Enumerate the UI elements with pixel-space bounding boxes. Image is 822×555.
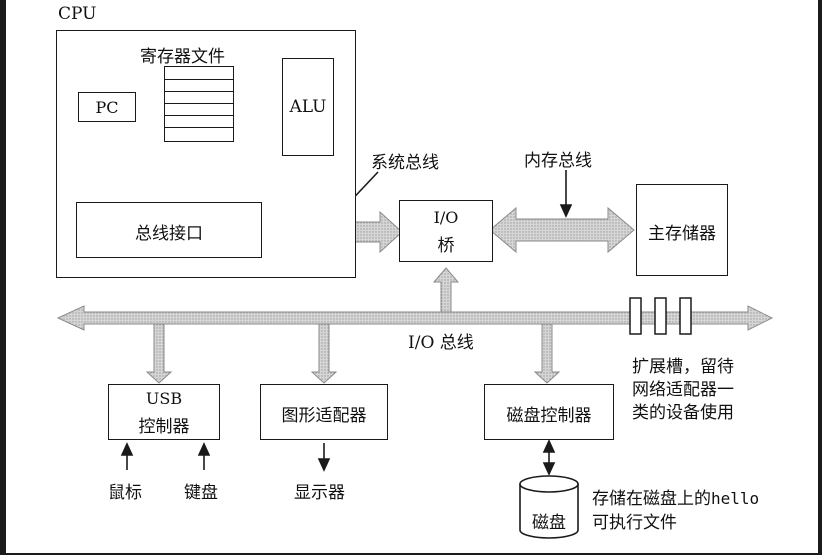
expansion-slots-note-line2: 网络适配器一	[632, 380, 734, 400]
register-file	[164, 66, 234, 142]
expansion-slot-2	[654, 297, 667, 335]
usb-controller-line1: USB	[145, 389, 183, 408]
io-bus-to-graphics-arrow	[310, 323, 338, 384]
diagram-canvas: CPU 寄存器文件 PC ALU 总线接口 系统总线 内存总线 I/O 总线 I…	[6, 0, 818, 553]
expansion-slot-3	[679, 297, 692, 335]
expansion-slot-1	[629, 297, 642, 335]
usb-controller-line2: 控制器	[138, 417, 190, 437]
io-bus-to-disk-controller-arrow	[533, 323, 561, 384]
disk-label: 磁盘	[532, 513, 566, 533]
pc-label: PC	[95, 98, 119, 117]
memory-bus-label: 内存总线	[524, 151, 592, 171]
display-label: 显示器	[294, 483, 345, 503]
disk-controller: 磁盘控制器	[484, 384, 614, 440]
hello-note-line1: 存储在磁盘上的hello	[592, 484, 759, 509]
alu: ALU	[282, 58, 334, 156]
expansion-slots-note-line3: 类的设备使用	[632, 403, 734, 423]
graphics-adapter: 图形适配器	[260, 384, 388, 440]
register-file-label: 寄存器文件	[140, 47, 225, 67]
hello-note-line2: 可执行文件	[592, 513, 677, 533]
keyboard-label: 键盘	[184, 483, 218, 503]
cpu-title: CPU	[58, 4, 97, 24]
expansion-slots-note-line1: 扩展槽，留待	[632, 357, 734, 377]
usb-controller: USB 控制器	[108, 384, 220, 440]
graphics-adapter-label: 图形适配器	[281, 406, 367, 426]
io-bridge: I/O 桥	[399, 200, 493, 262]
disk-cylinder	[519, 484, 579, 539]
hello-file-name: hello	[711, 489, 760, 508]
mouse-label: 鼠标	[108, 483, 142, 503]
io-bus-arrow	[56, 305, 774, 331]
hello-note-prefix: 存储在磁盘上的	[592, 489, 711, 509]
io-bridge-line1: I/O	[433, 208, 459, 227]
alu-label: ALU	[289, 97, 327, 117]
io-bus-label: I/O 总线	[408, 333, 474, 353]
main-memory-label: 主存储器	[648, 224, 716, 244]
memory-bus-arrow	[489, 206, 635, 254]
bus-interface-label: 总线接口	[135, 224, 203, 244]
pc-register: PC	[78, 92, 136, 122]
system-bus-label: 系统总线	[371, 153, 439, 173]
bus-interface: 总线接口	[76, 202, 262, 258]
disk-controller-label: 磁盘控制器	[506, 406, 592, 426]
bridge-io-bus-connector	[432, 267, 460, 317]
main-memory: 主存储器	[636, 184, 728, 276]
io-bus-to-usb-arrow	[145, 323, 173, 384]
io-bridge-line2: 桥	[437, 236, 455, 256]
